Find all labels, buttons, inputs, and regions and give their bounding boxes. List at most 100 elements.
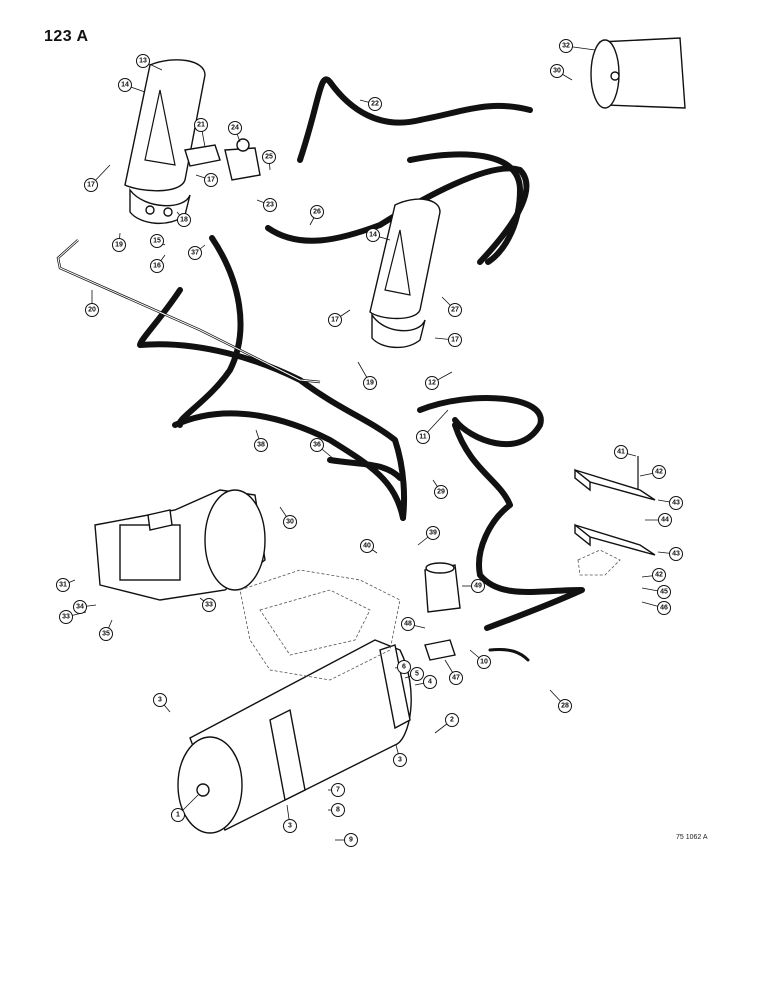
callout-12: 12 [425,371,453,390]
callout-label: 17 [331,317,339,324]
callout-circle [423,675,437,689]
callout-circle [204,173,218,187]
brake-valve-upper [124,59,206,225]
callout-4: 4 [414,675,437,689]
callout-label: 38 [257,442,265,449]
callout-circle [188,246,202,260]
brake-chamber-33 [94,489,266,601]
callout-1: 1 [171,794,199,822]
callout-30: 30 [279,506,297,529]
callout-circle [657,601,671,615]
callout-circle [614,445,628,459]
callout-label: 19 [366,380,374,387]
callout-circle [669,547,683,561]
callout-38: 38 [254,429,268,452]
callout-label: 4 [428,679,432,686]
brake-valve-center [369,198,441,348]
callout-42: 42 [639,465,666,479]
callout-37: 37 [188,244,206,260]
callout-27: 27 [441,296,462,317]
callout-circle [331,803,345,817]
callout-circle [331,783,345,797]
callout-label: 34 [76,604,84,611]
callout-circle [171,808,185,822]
callout-label: 45 [660,589,668,596]
callout-label: 28 [561,703,569,710]
callout-6: 6 [394,660,411,674]
callout-label: 30 [553,68,561,75]
callout-label: 21 [197,122,205,129]
hose-10 [484,587,585,631]
callout-circle [84,178,98,192]
callout-circle [397,660,411,674]
callout-label: 3 [158,697,162,704]
callout-35: 35 [99,619,113,641]
callout-17: 17 [195,173,218,187]
callout-label: 14 [121,82,129,89]
valve-24 [184,138,261,181]
callout-24: 24 [228,121,242,143]
callout-21: 21 [194,118,208,148]
callout-25: 25 [262,150,276,171]
callout-17: 17 [434,333,462,347]
callout-20: 20 [85,290,99,317]
callout-label: 30 [286,519,294,526]
callout-circle [112,238,126,252]
callout-label: 36 [313,442,321,449]
callout-circle [471,579,485,593]
callout-circle [652,568,666,582]
callout-label: 27 [451,307,459,314]
callout-circle [425,376,439,390]
callout-label: 12 [428,380,436,387]
callout-label: 40 [363,543,371,550]
callout-label: 44 [661,517,669,524]
callout-circle [434,485,448,499]
callout-9: 9 [335,833,358,847]
callout-30: 30 [550,64,573,81]
callout-label: 33 [62,614,70,621]
callout-43: 43 [657,496,683,510]
callout-circle [150,259,164,273]
callout-label: 35 [102,631,110,638]
callout-circle [73,600,87,614]
callout-circle [310,205,324,219]
callout-circle [328,313,342,327]
callout-32: 32 [559,39,596,53]
callout-5: 5 [404,667,424,681]
callout-circle [445,713,459,727]
hose-upper-right [407,151,523,265]
callout-circle [150,234,164,248]
callout-label: 17 [87,182,95,189]
callout-label: 47 [452,675,460,682]
callout-circle [254,438,268,452]
callout-label: 49 [474,583,482,590]
callout-40: 40 [360,539,378,554]
callout-label: 29 [437,489,445,496]
callout-49: 49 [462,579,485,593]
callout-15: 15 [150,234,166,248]
drawing-reference-number: 75 1062 A [676,834,708,841]
callout-26: 26 [309,205,324,226]
callout-42: 42 [641,568,666,582]
callout-11: 11 [416,409,449,444]
callout-label: 26 [313,209,321,216]
callout-circle [263,198,277,212]
callout-label: 37 [191,250,199,257]
callout-circle [136,54,150,68]
callout-14: 14 [366,228,391,242]
callout-44: 44 [645,513,672,527]
hose-37 [176,235,244,428]
callout-circle [194,118,208,132]
hose-29 [452,422,583,595]
callout-label: 32 [562,43,570,50]
callout-label: 24 [231,125,239,132]
callout-label: 14 [369,232,377,239]
callout-circle [448,303,462,317]
callout-45: 45 [641,585,671,599]
callout-circle [118,78,132,92]
callout-19: 19 [112,232,126,252]
callout-circle [448,333,462,347]
callout-label: 19 [115,242,123,249]
hose-11 [417,395,544,448]
callout-17: 17 [328,309,351,327]
